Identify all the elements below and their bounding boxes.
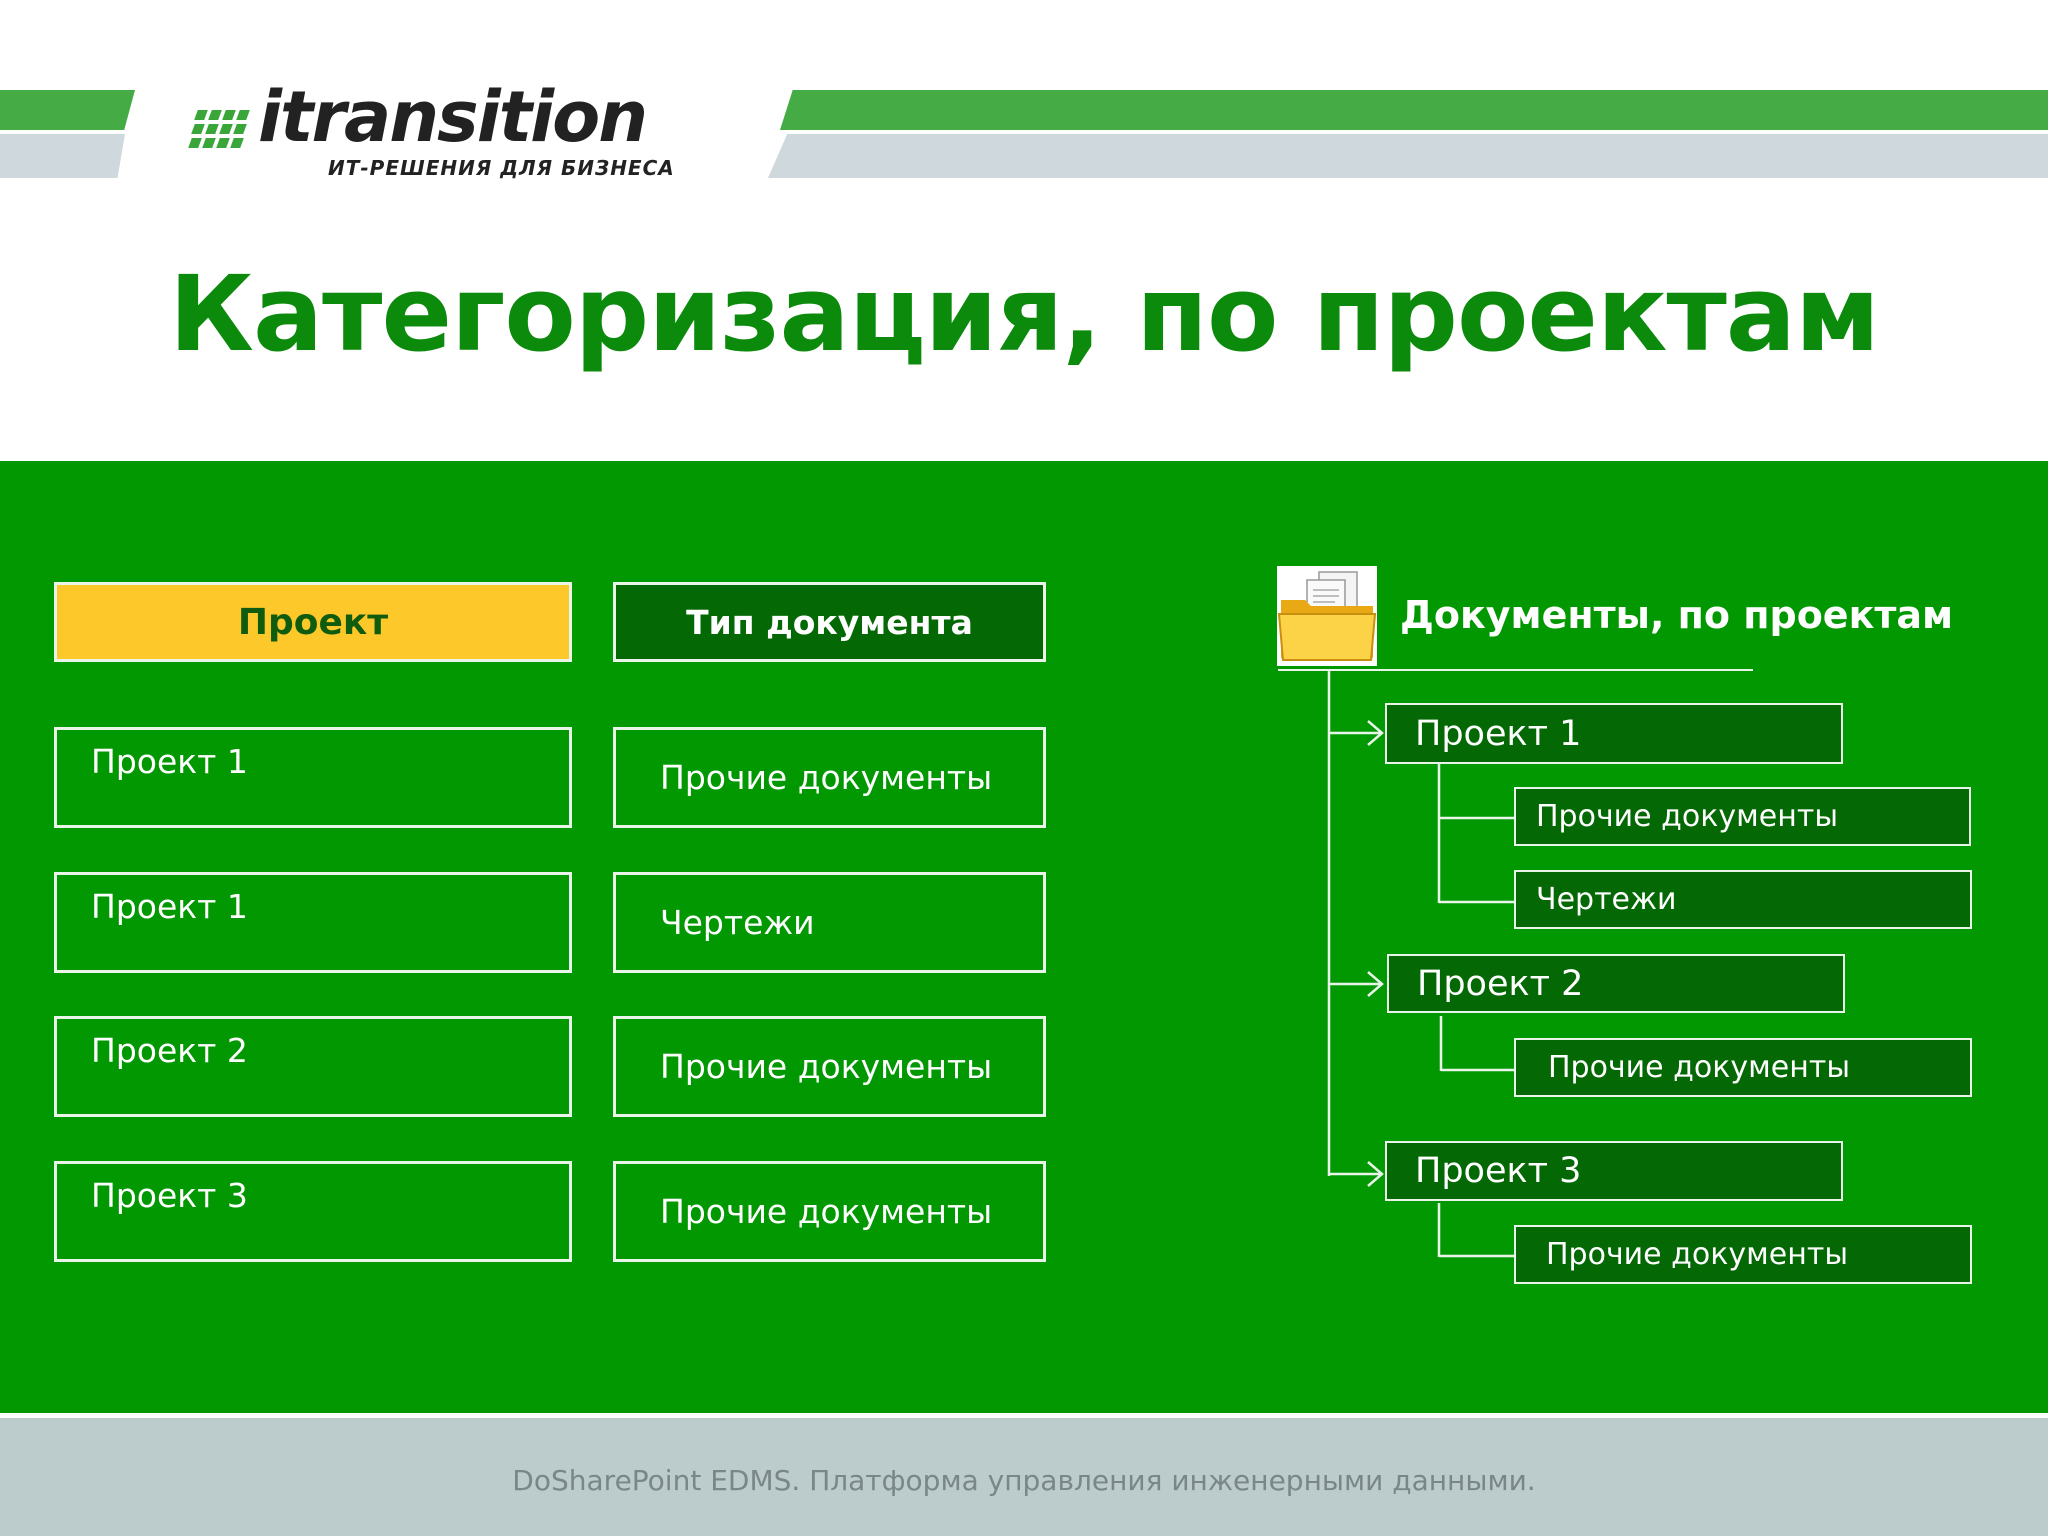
itransition-logo: itransition ИТ-РЕШЕНИЯ ДЛЯ БИЗНЕСА (188, 82, 710, 188)
logo-tagline: ИТ-РЕШЕНИЯ ДЛЯ БИЗНЕСА (328, 156, 675, 180)
header-bar-gray-left (0, 134, 125, 178)
table-row-type: Прочие документы (613, 727, 1046, 828)
tree-root-label: Документы, по проектам (1400, 593, 1954, 637)
tree-node-project: Проект 3 (1385, 1141, 1843, 1201)
footer-bar (0, 1418, 2048, 1536)
tree-node-document: Прочие документы (1514, 1038, 1972, 1097)
footer-text: DoSharePoint EDMS. Платформа управления … (512, 1464, 1536, 1497)
header-bar-gray-right (768, 134, 2048, 178)
header-bar-green-right (780, 90, 2048, 130)
table-row-project: Проект 1 (54, 872, 572, 973)
tree-node-document: Чертежи (1514, 870, 1972, 929)
header-bar-green-left (0, 90, 135, 130)
table-row-type: Чертежи (613, 872, 1046, 973)
tree-node-project: Проект 2 (1387, 954, 1845, 1013)
header-document-type: Тип документа (613, 582, 1046, 662)
header-project: Проект (54, 582, 572, 662)
table-row-type: Прочие документы (613, 1016, 1046, 1117)
slide-title: Категоризация, по проектам (168, 253, 1880, 375)
table-row-project: Проект 1 (54, 727, 572, 828)
logo-wordmark: itransition (258, 76, 648, 158)
tree-node-document: Прочие документы (1514, 1225, 1972, 1284)
folder-icon (1277, 566, 1377, 666)
table-row-type: Прочие документы (613, 1161, 1046, 1262)
table-row-project: Проект 2 (54, 1016, 572, 1117)
table-row-project: Проект 3 (54, 1161, 572, 1262)
tree-node-document: Прочие документы (1514, 787, 1971, 846)
tree-node-project: Проект 1 (1385, 703, 1843, 764)
tree-root-underline (1278, 669, 1753, 671)
